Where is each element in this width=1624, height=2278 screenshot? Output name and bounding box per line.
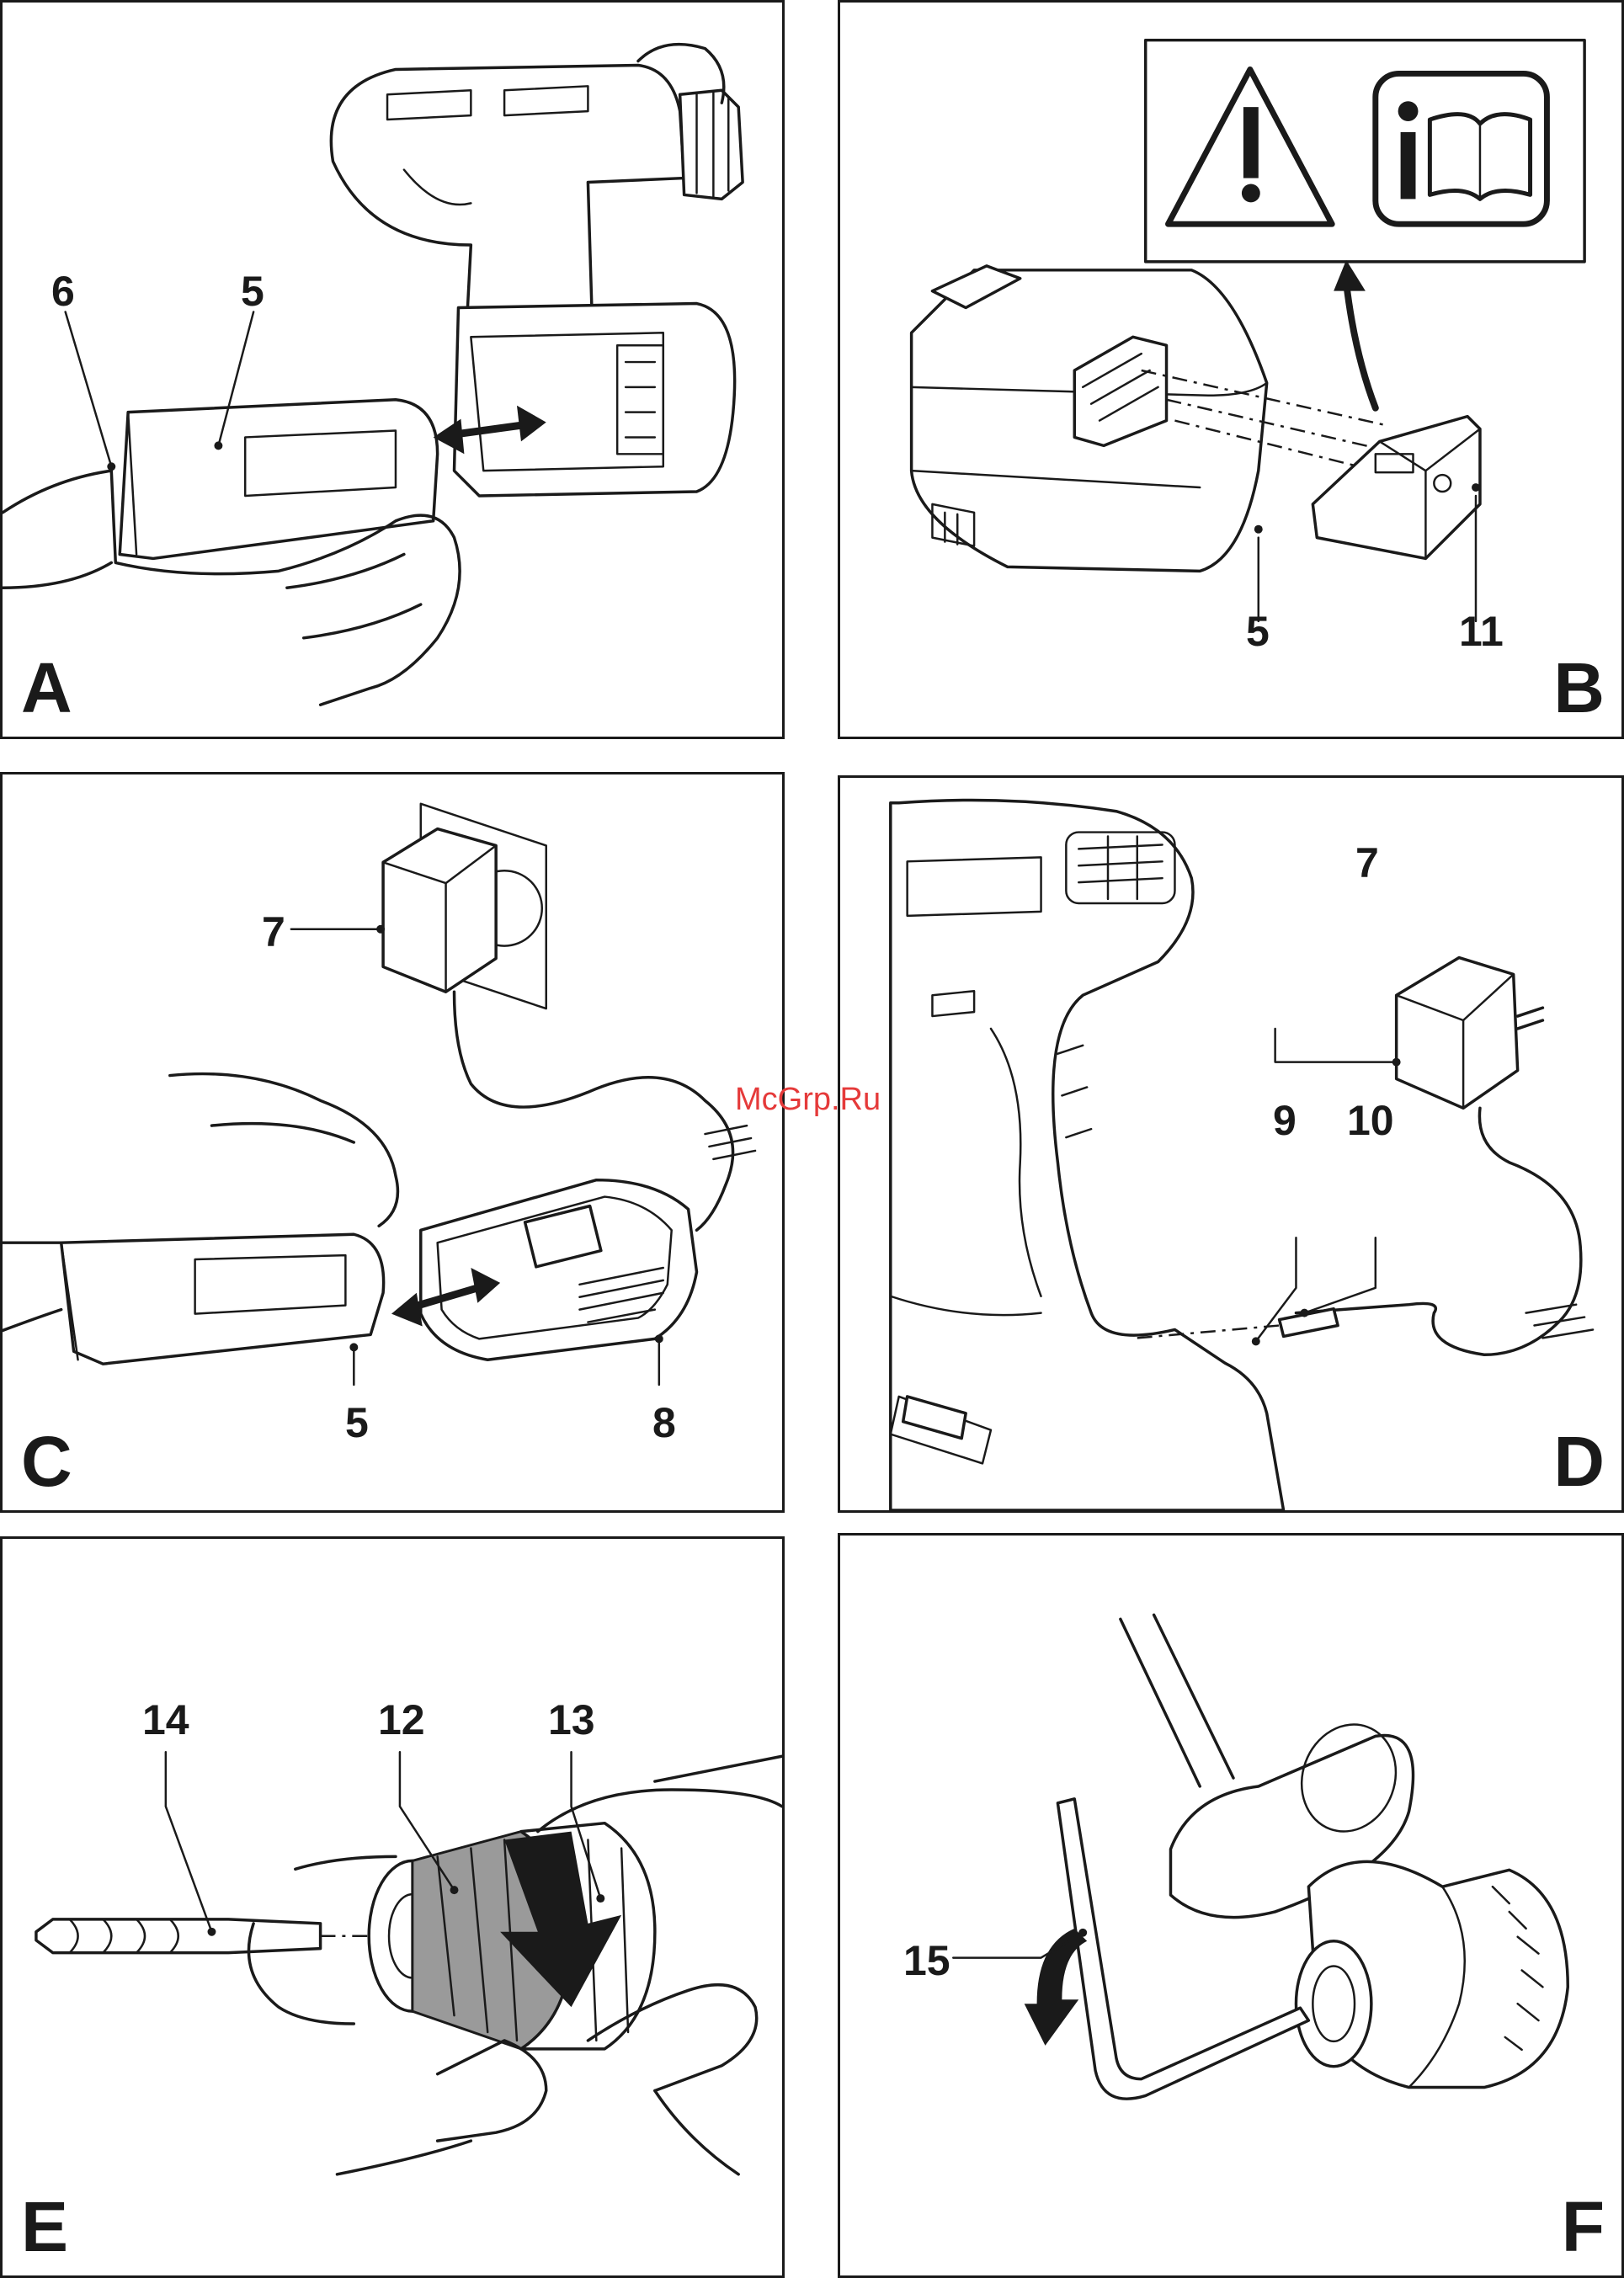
chuck-removal-illustration [840,1536,1621,2275]
panel-label-d: D [1553,1426,1605,1497]
callout-5: 5 [345,1402,369,1444]
rotation-arrow-icon [1025,1929,1087,2046]
bit-insertion-illustration [3,1539,782,2275]
callout-7: 7 [1355,842,1379,884]
panel-f: 15 F [838,1533,1624,2278]
callout-5: 5 [241,270,264,312]
panel-d: 7 9 10 D [838,775,1624,1513]
panel-c: 7 5 8 C [0,772,785,1513]
panel-label-c: C [21,1426,72,1497]
panel-label-b: B [1553,652,1605,723]
callout-10: 10 [1347,1099,1394,1142]
callout-9: 9 [1273,1099,1297,1142]
panel-b: 5 11 B [838,0,1624,739]
panel-e: 14 12 13 E [0,1536,785,2278]
callout-15: 15 [903,1940,950,1982]
panel-label-a: A [21,652,72,723]
battery-info-illustration [840,3,1621,737]
panel-label-e: E [21,2191,68,2262]
watermark: McGrp.Ru [735,1082,881,1118]
panel-a: 6 5 A [0,0,785,739]
callout-12: 12 [378,1699,425,1741]
battery-removal-illustration [3,3,782,737]
callout-11: 11 [1459,610,1504,652]
callout-6: 6 [51,270,75,312]
direct-charging-illustration [840,778,1621,1510]
callout-7: 7 [262,911,285,953]
panel-label-f: F [1562,2191,1605,2262]
callout-14: 14 [142,1699,189,1741]
callout-5: 5 [1246,610,1270,652]
callout-8: 8 [652,1402,676,1444]
callout-13: 13 [548,1699,595,1741]
